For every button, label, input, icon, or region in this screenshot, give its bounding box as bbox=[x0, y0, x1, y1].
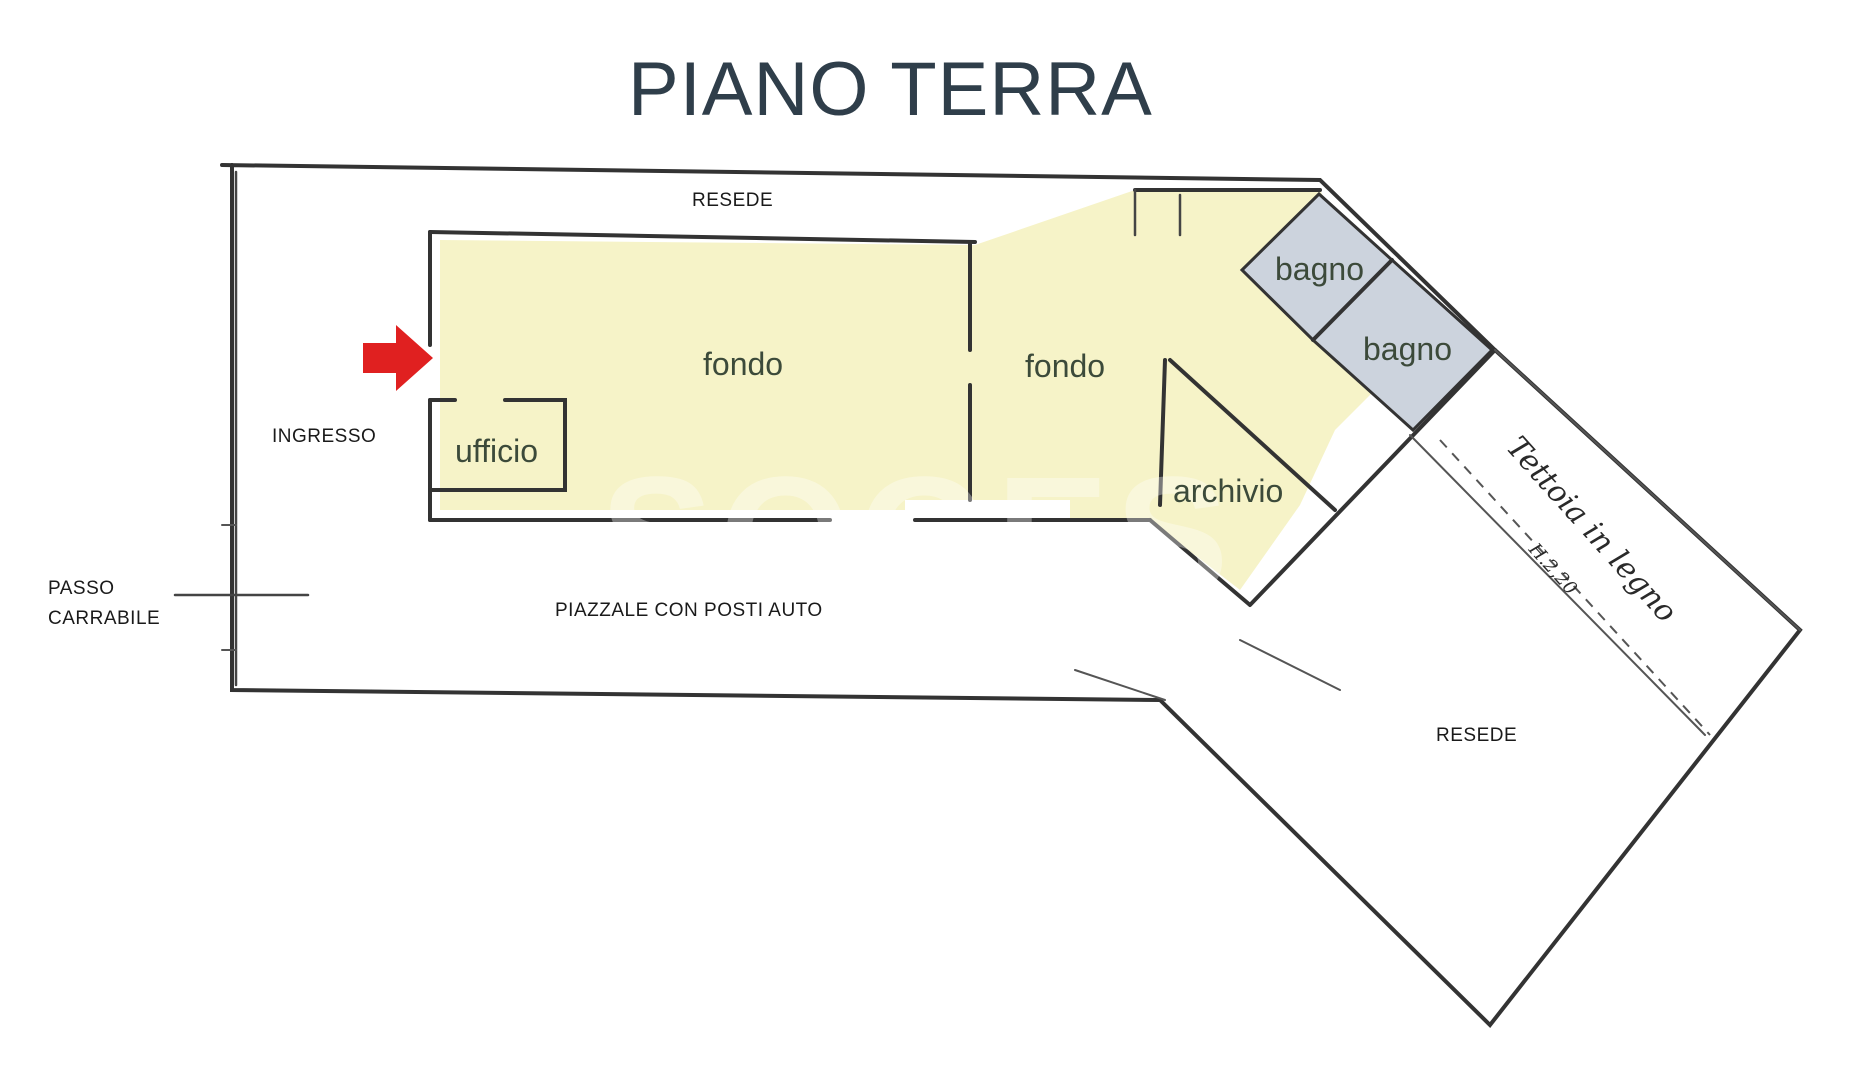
label-tettoia: Tettoia in legno bbox=[1499, 430, 1684, 630]
bathroom-separator bbox=[1311, 258, 1394, 342]
building-wall-diagonal-right bbox=[1148, 348, 1497, 607]
canopy-dashed-line bbox=[1439, 439, 1711, 736]
room-label-bagno-2: bagno bbox=[1363, 331, 1452, 367]
room-label-archivio: archivio bbox=[1173, 473, 1283, 509]
room-label-ufficio: ufficio bbox=[455, 433, 538, 469]
room-area-fill bbox=[440, 190, 1405, 590]
plan-title: PIANO TERRA bbox=[628, 47, 1153, 132]
ramp-line bbox=[1074, 639, 1341, 701]
entrance-arrow-icon bbox=[363, 325, 433, 391]
watermark: SOGES bbox=[600, 442, 1235, 632]
label-piazzale: PIAZZALE CON POSTI AUTO bbox=[555, 600, 823, 621]
label-passo-carrabile-1: PASSO bbox=[48, 578, 115, 599]
canopy-outline bbox=[1409, 349, 1801, 736]
corridor-wall bbox=[1133, 188, 1182, 237]
lot-boundary bbox=[220, 163, 1803, 1028]
room-label-bagno-1: bagno bbox=[1275, 251, 1364, 287]
label-passo-carrabile-2: CARRABILE bbox=[48, 608, 160, 629]
label-resede-bottom: RESEDE bbox=[1436, 725, 1517, 746]
office-wall bbox=[428, 398, 567, 492]
building-wall-top bbox=[428, 230, 977, 244]
gate-marks bbox=[221, 524, 237, 651]
room-label-fondo-2: fondo bbox=[1025, 348, 1105, 384]
label-ingresso: INGRESSO bbox=[272, 426, 376, 447]
label-tettoia-height: H.2,20 bbox=[1524, 539, 1581, 599]
room-label-fondo-1: fondo bbox=[703, 346, 783, 382]
archive-wall bbox=[1158, 358, 1337, 512]
label-resede-top: RESEDE bbox=[692, 190, 773, 211]
